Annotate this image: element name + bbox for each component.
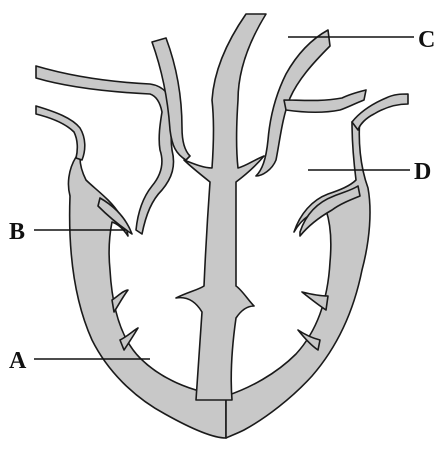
septum (176, 14, 266, 400)
left-papillary-spur-1 (112, 290, 128, 312)
label-c: C (418, 27, 435, 53)
label-a: A (9, 348, 27, 374)
right-upper-vessel (284, 90, 366, 112)
right-papillary-spur-1 (302, 292, 328, 310)
left-lower-vessel (36, 106, 85, 160)
label-d: D (414, 159, 431, 185)
label-b: B (9, 219, 25, 245)
